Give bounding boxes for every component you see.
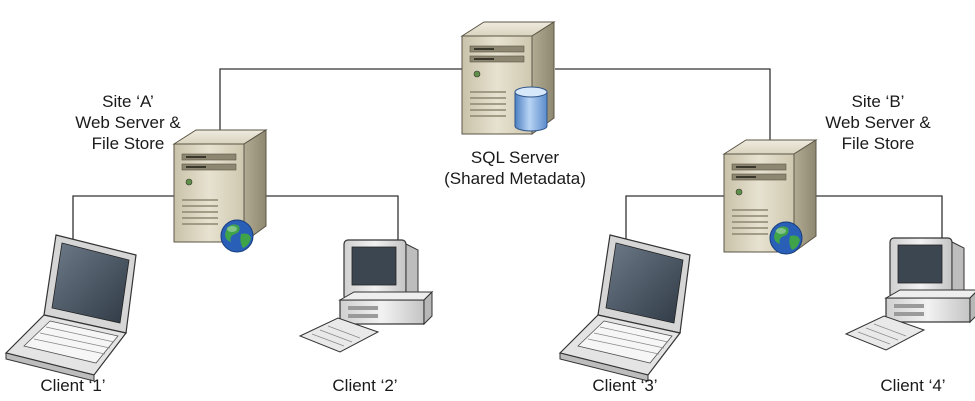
- client-1-label: Client ‘1’: [40, 376, 106, 395]
- site-a-label: Site ‘A’ Web Server & File Store: [68, 91, 188, 154]
- site-b-label-line1: Site ‘B’: [851, 92, 905, 111]
- sql-server-label-line1: SQL Server: [470, 148, 560, 167]
- client-2-label: Client ‘2’: [332, 376, 398, 395]
- client-3-laptop-icon: [559, 234, 691, 382]
- client-2-desktop-icon: [299, 239, 433, 353]
- sql-server-label: SQL Server (Shared Metadata): [440, 147, 590, 189]
- link-site-b-client-4: [798, 195, 943, 240]
- link-site-b-client-3: [625, 195, 725, 245]
- site-a-label-line1: Site ‘A’: [102, 92, 154, 111]
- link-sql-site-a: [219, 68, 483, 135]
- site-b-label-line3: File Store: [841, 134, 915, 153]
- sql-server-label-line2: (Shared Metadata): [444, 169, 586, 188]
- client-4-label: Client ‘4’: [880, 376, 946, 395]
- site-a-label-line2: Web Server &: [75, 113, 181, 132]
- client-1-laptop-icon: [5, 234, 137, 382]
- connection-lines: [72, 68, 943, 245]
- site-a-globe-icon: [220, 219, 254, 253]
- link-site-a-client-1: [72, 195, 180, 245]
- database-icon: [514, 86, 548, 132]
- site-b-globe-icon: [769, 221, 803, 255]
- link-sql-site-b: [555, 68, 771, 150]
- client-3-label: Client ‘3’: [592, 376, 658, 395]
- link-site-a-client-2: [250, 195, 399, 240]
- site-b-label: Site ‘B’ Web Server & File Store: [818, 91, 938, 154]
- client-4-desktop-icon: [845, 237, 975, 351]
- site-a-label-line3: File Store: [91, 134, 165, 153]
- site-b-label-line2: Web Server &: [825, 113, 931, 132]
